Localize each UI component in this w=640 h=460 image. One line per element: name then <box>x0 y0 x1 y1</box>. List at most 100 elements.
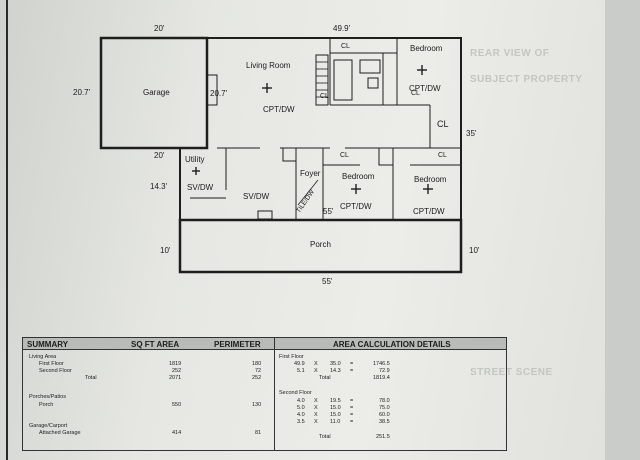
floor-label-bedroom-2: CPT/DW <box>340 202 372 211</box>
floor-label-bedroom-3: CPT/DW <box>413 207 445 216</box>
section-title-living: Living Area <box>29 354 57 360</box>
calc-title-second-floor: Second Floor <box>279 390 312 396</box>
table-header <box>23 338 506 350</box>
calc-result: 72.9 <box>379 368 390 374</box>
calc-total-label: Total <box>319 434 331 440</box>
dimension-utility-left: 20' <box>154 151 165 160</box>
calc-result: 38.5 <box>379 419 390 425</box>
dimension-porch-left: 10' <box>160 246 171 255</box>
table-divider <box>274 338 275 450</box>
header-perimeter: PERIMETER <box>214 340 261 349</box>
calc-operator: X <box>314 412 318 418</box>
closet-label: CL <box>341 43 350 50</box>
room-label-porch: Porch <box>310 240 331 249</box>
closet-label: CL <box>320 93 329 100</box>
calc-operator: = <box>350 405 354 411</box>
floor-label-living: CPT/DW <box>263 105 295 114</box>
porch-outline <box>178 218 463 274</box>
row-label: Total <box>85 375 97 381</box>
calc-value: 3.5 <box>297 419 305 425</box>
calc-value: 19.5 <box>330 398 341 404</box>
row-label: Second Floor <box>39 368 72 374</box>
binder-line <box>6 0 8 460</box>
row-perimeter: 180 <box>252 361 262 367</box>
fireplace <box>206 74 218 106</box>
dimension-bottom: 55' <box>322 277 333 286</box>
calc-value: 14.3 <box>330 368 341 374</box>
row-area: 414 <box>172 430 182 436</box>
calc-operator: X <box>314 361 318 367</box>
calc-total: 251.5 <box>376 434 390 440</box>
dimension-foyer-bottom: 55' <box>323 207 334 216</box>
calc-value: 15.0 <box>330 412 341 418</box>
row-label: Porch <box>39 402 54 408</box>
dimension-garage-inner: 20.7' <box>210 89 228 98</box>
header-area: SQ FT AREA <box>131 340 180 349</box>
header-summary: SUMMARY <box>27 340 69 349</box>
ghost-text: REAR VIEW OF <box>470 48 550 59</box>
calc-operator: = <box>350 398 354 404</box>
floor-label-utility: SV/DW <box>187 183 214 192</box>
row-area: 1819 <box>169 361 182 367</box>
calc-result: 60.0 <box>379 412 390 418</box>
closet-label: CL <box>438 152 447 159</box>
calc-value: 4.0 <box>297 398 305 404</box>
closet-label: CL <box>340 152 349 159</box>
calc-operator: = <box>350 419 354 425</box>
calc-value: 11.0 <box>330 419 341 425</box>
calc-operator: X <box>314 398 318 404</box>
calc-result: 75.0 <box>379 405 390 411</box>
dimension-top-left: 20' <box>154 24 165 33</box>
bathtub <box>333 59 353 101</box>
calc-value: 4.0 <box>297 412 305 418</box>
room-label-bedroom-1: Bedroom <box>410 44 443 53</box>
room-label-garage: Garage <box>143 88 170 97</box>
calc-value: 5.1 <box>297 368 305 374</box>
row-area: 252 <box>172 368 182 374</box>
closet-label: CL <box>411 90 420 97</box>
room-label-foyer: Foyer <box>300 169 321 178</box>
calc-value: 49.9 <box>294 361 305 367</box>
calc-title-first-floor: First Floor <box>279 354 304 360</box>
dimension-left: 20.7' <box>73 88 91 97</box>
dimension-right: 35' <box>466 129 477 138</box>
calc-operator: = <box>350 368 354 374</box>
dimension-porch-right: 10' <box>469 246 480 255</box>
row-perimeter: 252 <box>252 375 262 381</box>
row-area: 550 <box>172 402 182 408</box>
ghost-text: SUBJECT PROPERTY <box>470 74 583 85</box>
ghost-text: STREET SCENE <box>470 367 553 378</box>
floor-label-bedroom-1: CPT/DW <box>409 84 441 93</box>
calc-operator: = <box>350 412 354 418</box>
toilet <box>367 77 379 89</box>
calc-operator: = <box>350 361 354 367</box>
room-label-bedroom-2: Bedroom <box>342 172 375 181</box>
dimension-top-right: 49.9' <box>333 24 351 33</box>
row-area: 2071 <box>169 375 182 381</box>
area-summary-table: SUMMARY SQ FT AREA PERIMETER AREA CALCUL… <box>22 337 507 451</box>
sink <box>257 210 273 220</box>
row-label: Attached Garage <box>39 430 81 436</box>
calc-total-label: Total <box>319 375 331 381</box>
dimension-utility-side: 14.3' <box>150 182 168 191</box>
calc-value: 5.0 <box>297 405 305 411</box>
calc-result: 78.0 <box>379 398 390 404</box>
calc-operator: X <box>314 419 318 425</box>
header-details: AREA CALCULATION DETAILS <box>333 340 451 349</box>
calc-operator: X <box>314 368 318 374</box>
row-label: First Floor <box>39 361 64 367</box>
row-perimeter: 130 <box>252 402 262 408</box>
floor-label-kitchen: SV/DW <box>243 192 270 201</box>
room-label-bedroom-3: Bedroom <box>414 175 447 184</box>
stairs <box>315 54 329 106</box>
row-perimeter: 81 <box>255 430 262 436</box>
calc-result: 1746.5 <box>373 361 390 367</box>
section-title-porches: Porches/Patios <box>29 394 66 400</box>
calc-operator: X <box>314 405 318 411</box>
calc-total: 1819.4 <box>373 375 390 381</box>
closet-label: CL <box>437 119 449 129</box>
vanity <box>359 59 381 74</box>
room-label-utility: Utility <box>185 155 205 164</box>
